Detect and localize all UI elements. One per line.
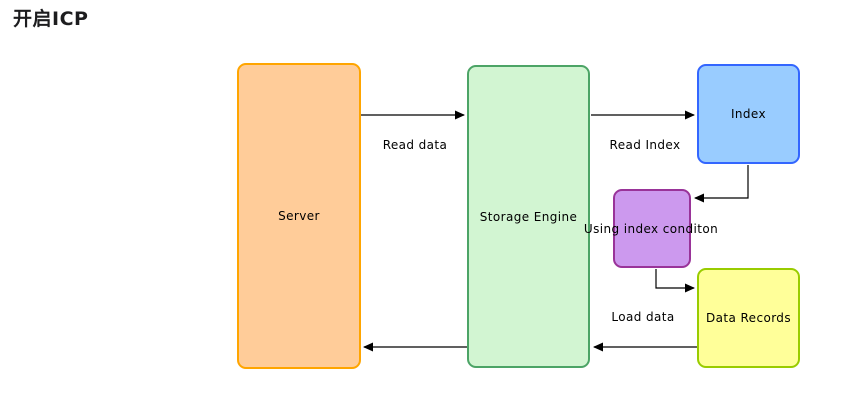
node-storage-engine-label: Storage Engine bbox=[479, 209, 578, 224]
arrow-index-to-index-condition bbox=[694, 165, 749, 203]
node-server-label: Server bbox=[278, 209, 320, 223]
node-index: Index bbox=[697, 64, 800, 164]
node-data-records-label: Data Records bbox=[706, 311, 791, 325]
arrow-index-condition-to-data-records bbox=[655, 269, 695, 293]
node-index-condition bbox=[613, 189, 691, 268]
edge-label-load-data: Load data bbox=[611, 310, 675, 324]
page-title: 开启ICP bbox=[13, 8, 89, 30]
edge-label-read-index: Read Index bbox=[609, 138, 681, 152]
edge-label-read-data: Read data bbox=[382, 138, 448, 152]
node-index-condition-label: Using index conditon bbox=[583, 222, 719, 236]
node-server: Server bbox=[237, 63, 361, 369]
node-storage-engine: Storage Engine bbox=[467, 65, 590, 368]
node-index-label: Index bbox=[730, 107, 767, 121]
node-data-records: Data Records bbox=[697, 268, 800, 368]
